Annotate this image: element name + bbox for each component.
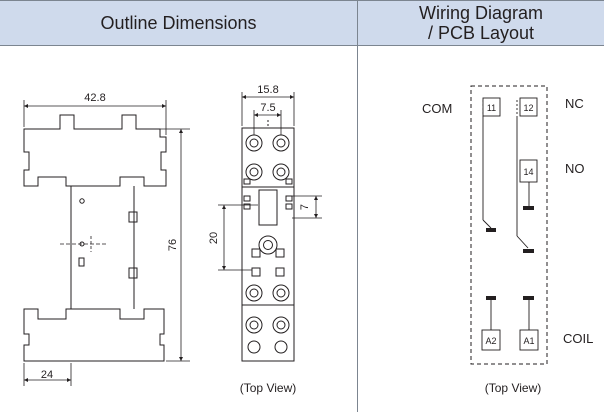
coil-label: COIL xyxy=(563,331,593,346)
outline-top-view-caption: (Top View) xyxy=(240,381,296,395)
dim-24-label: 24 xyxy=(41,369,53,381)
terminal-11-label: 11 xyxy=(487,103,496,113)
wiring-diagram-title-line2: / PCB Layout xyxy=(427,23,535,43)
no-label: NO xyxy=(565,161,585,176)
terminal-12-label: 12 xyxy=(523,103,533,113)
terminal-12: 12 xyxy=(519,97,538,117)
contact-pads xyxy=(486,206,534,300)
terminal-a2-label: A2 xyxy=(485,336,496,346)
relay-boundary xyxy=(470,85,548,365)
top-view-screws xyxy=(245,134,290,354)
dim-7-label: 7 xyxy=(299,204,311,210)
dim-42-8-label: 42.8 xyxy=(84,92,105,104)
wiring-diagram-title-line1: Wiring Diagram xyxy=(418,3,544,23)
dim-15-8-label: 15.8 xyxy=(257,84,278,96)
terminal-a1: A1 xyxy=(519,329,539,351)
dim-20-label: 20 xyxy=(208,232,220,244)
outline-dimensions-title: Outline Dimensions xyxy=(100,13,257,33)
wiring-lines xyxy=(482,100,530,330)
nc-label: NC xyxy=(565,96,584,111)
dimension-lines-side xyxy=(23,100,190,386)
dim-7-5-label: 7.5 xyxy=(260,102,275,114)
terminal-a2: A2 xyxy=(481,329,501,351)
side-view-outline xyxy=(23,114,167,362)
top-view-outline xyxy=(241,120,295,362)
outline-dimensions-header: Outline Dimensions xyxy=(0,0,357,46)
dimension-lines-top xyxy=(218,92,322,271)
column-divider xyxy=(357,0,358,412)
com-label: COM xyxy=(422,101,452,116)
terminal-a1-label: A1 xyxy=(523,336,534,346)
terminal-14-label: 14 xyxy=(523,167,533,177)
terminal-14: 14 xyxy=(519,159,538,183)
terminal-11: 11 xyxy=(482,97,501,117)
wiring-diagram-header: Wiring Diagram / PCB Layout xyxy=(358,0,604,46)
dim-76-label: 76 xyxy=(167,239,179,251)
wiring-top-view-caption: (Top View) xyxy=(485,381,541,395)
